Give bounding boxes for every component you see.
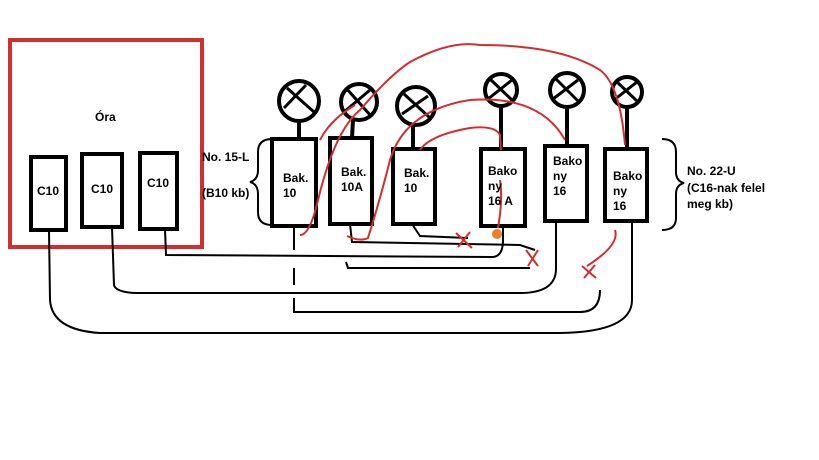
- meter-breaker-label-2: C10: [91, 182, 114, 196]
- right-group-label-1: No. 22-U: [687, 164, 736, 178]
- left-brace: [249, 138, 273, 226]
- lamp-icon: [548, 71, 586, 146]
- wire-black-6: [293, 289, 601, 313]
- meter-breaker-label-1: C10: [37, 184, 60, 198]
- lamp-icon: [277, 79, 321, 139]
- meter-breaker-1: [29, 155, 68, 232]
- lamp-icon: [483, 72, 519, 149]
- wire-red-4: [419, 126, 502, 151]
- wire-red-1: [299, 43, 626, 236]
- meter-title: Óra: [95, 110, 116, 124]
- wire-black-2: [111, 221, 557, 294]
- meter-breaker-3: [138, 151, 179, 231]
- lamp-icon: [610, 75, 644, 149]
- breaker-label-bakony-16-a: Bako ny 16: [553, 154, 583, 198]
- breaker-label-bakony-16a: Bako ny 16 A: [488, 164, 518, 208]
- breaker-label-bak-10a: Bak. 10A: [341, 165, 367, 194]
- wire-black-8: [345, 261, 530, 269]
- wire-black-3: [164, 226, 504, 259]
- left-group-label-2: (B10 kb): [202, 186, 250, 200]
- lamp-icon: [395, 85, 437, 149]
- breaker-bakony-16-a: [543, 144, 589, 223]
- breaker-label-bakony-16-b: Bako ny 16: [613, 169, 643, 213]
- wire-black-7: [349, 223, 536, 251]
- left-group-label-1: No. 15-L: [202, 150, 250, 164]
- meter-breaker-label-3: C10: [147, 176, 170, 190]
- wire-red-2: [346, 98, 566, 241]
- breaker-bak-10-a: [270, 137, 318, 228]
- cut-mark-2: [525, 249, 539, 267]
- meter-breaker-2: [80, 152, 124, 229]
- cut-mark-3: [581, 264, 597, 279]
- breaker-bakony-16a: [479, 147, 527, 228]
- breaker-label-bak-10-b: Bak. 10: [404, 166, 430, 195]
- wire-red-5: [497, 179, 503, 229]
- cut-mark-1: [455, 231, 473, 249]
- wire-black-9: [411, 223, 469, 239]
- right-group-label-3: meg kb): [687, 197, 734, 211]
- right-brace: [661, 138, 685, 231]
- wire-black-1: [48, 221, 633, 334]
- right-group-label-2: (C16-nak felel: [687, 181, 766, 195]
- fault-marker: [492, 229, 502, 239]
- breaker-bak-10-b: [391, 147, 437, 226]
- meter-box: [8, 38, 204, 249]
- wire-red-3: [319, 104, 356, 141]
- wire-red-6: [586, 229, 617, 267]
- lamp-icon: [339, 82, 379, 139]
- breaker-label-bak-10-a: Bak. 10: [283, 171, 309, 200]
- breaker-bak-10a: [328, 136, 374, 226]
